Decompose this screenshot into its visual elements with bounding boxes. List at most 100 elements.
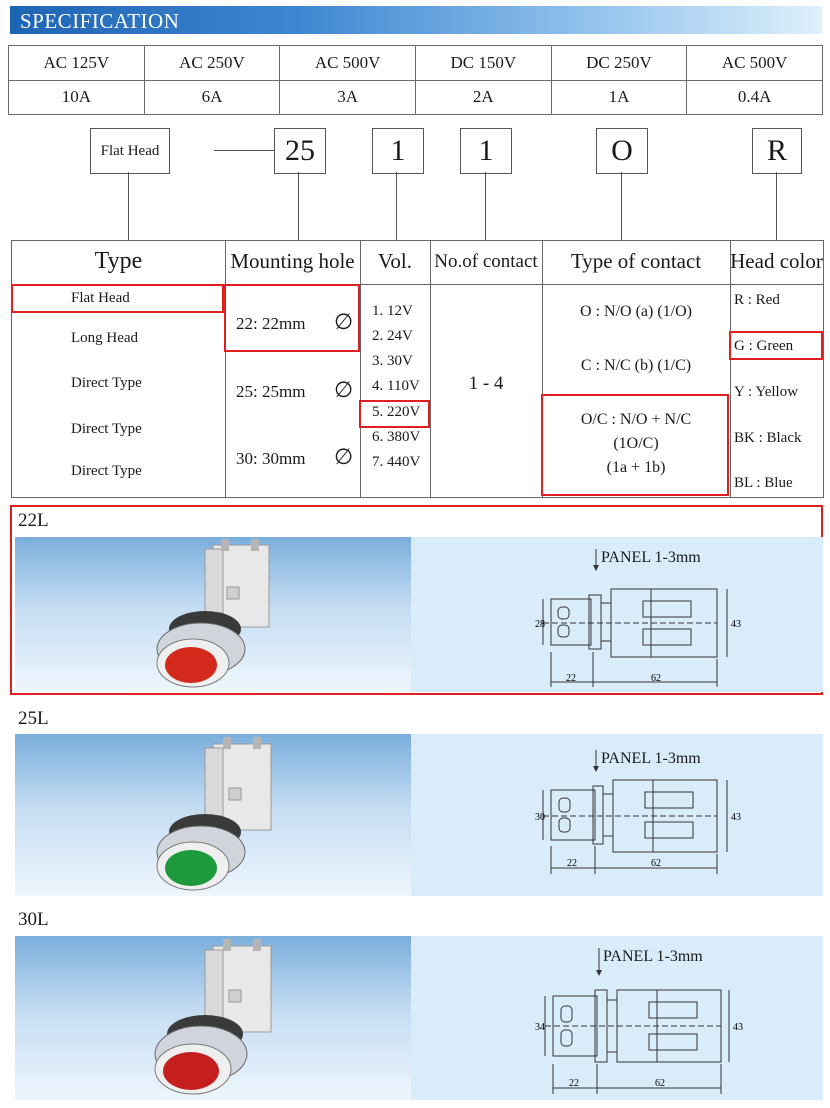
dim-a-22l: 22: [566, 673, 576, 684]
col-contacts: [430, 241, 543, 497]
color-option: Y : Yellow: [734, 384, 799, 400]
diameter-icon: ∅: [334, 444, 354, 469]
dimension-drawing-25l: PANEL 1-3mm 30: [411, 734, 823, 896]
dim-a-25l: 22: [567, 858, 577, 869]
connector-line: [128, 172, 129, 240]
highlight-oc: [541, 394, 729, 496]
product-photo-30l: [15, 936, 411, 1100]
current-cell: 1A: [550, 79, 688, 115]
lens-25l: [165, 850, 217, 886]
connector-line: [621, 172, 622, 240]
header-hole: Mounting hole: [230, 249, 355, 273]
dim-b-25l: 62: [651, 858, 661, 869]
type-option: Direct Type: [71, 375, 142, 391]
contact-type-both-alt: (1a + 1b): [606, 459, 666, 476]
highlight-flat-head: [11, 284, 224, 313]
vol-option: 3. 30V: [372, 353, 413, 369]
dim-right-30l: 43: [733, 1022, 743, 1033]
panel-label-30l: PANEL 1-3mm: [603, 948, 703, 965]
contact-range: 1 - 4: [468, 373, 504, 394]
dim-b-22l: 62: [651, 673, 661, 684]
dim-height-25l: 30: [535, 812, 545, 823]
voltage-cell: AC 500V: [279, 45, 416, 81]
section-label-22l: 22L: [18, 510, 49, 531]
voltage-row: AC 125V AC 250V AC 500V DC 150V DC 250V …: [8, 45, 823, 81]
header-title: SPECIFICATION: [20, 9, 180, 33]
header-color: Head color: [730, 249, 823, 273]
connector-line: [485, 172, 486, 240]
hole-option: 25: 25mm: [236, 382, 306, 401]
section-label-25l: 25L: [18, 708, 49, 729]
col-hole: [225, 241, 361, 497]
product-row-25l: PANEL 1-3mm 30: [15, 734, 823, 896]
code-hole-box: 25: [274, 128, 326, 174]
voltage-cell: AC 500V: [686, 45, 823, 81]
current-cell: 10A: [8, 79, 145, 115]
color-option: BK : Black: [734, 430, 802, 446]
current-cell: 2A: [414, 79, 552, 115]
current-cell: 6A: [143, 79, 281, 115]
dim-height-30l: 34: [535, 1022, 545, 1033]
vol-option: 2. 24V: [372, 328, 413, 344]
contact-type-nc: C : N/C (b) (1/C): [580, 357, 692, 374]
hole-option: 22: 22mm: [236, 314, 306, 333]
vol-option: 6. 380V: [372, 429, 421, 445]
code-contact-type-box: O: [596, 128, 648, 174]
type-option: Long Head: [71, 330, 139, 346]
header-contacts: No.of contact: [434, 251, 538, 272]
lens-22l: [165, 647, 217, 683]
voltage-cell: DC 250V: [550, 45, 688, 81]
color-option: BL : Blue: [734, 475, 793, 491]
dimension-drawing-30l: PANEL 1-3mm 34: [411, 936, 823, 1100]
product-row-22l: PANEL 1-3mm 28: [15, 537, 823, 692]
code-dash: [214, 150, 274, 151]
highlight-green: [729, 331, 823, 360]
contact-type-both-code: (1O/C): [613, 435, 659, 452]
diameter-icon: ∅: [334, 377, 354, 402]
type-option: Flat Head: [71, 290, 130, 306]
header-type: Type: [94, 248, 143, 274]
dimension-drawing-22l: PANEL 1-3mm 28: [411, 537, 823, 692]
header-vol: Vol.: [377, 249, 413, 273]
vol-option: 4. 110V: [372, 378, 420, 394]
current-row: 10A 6A 3A 2A 1A 0.4A: [8, 79, 823, 115]
dimension-diagram-30l: 34 43 22 62: [535, 948, 743, 1094]
header-contact-type: Type of contact: [570, 249, 702, 273]
push-button-photo-icon: [156, 539, 270, 688]
push-button-photo-icon: [154, 939, 272, 1095]
rating-table: AC 125V AC 250V AC 500V DC 150V DC 250V …: [8, 45, 823, 115]
code-vol-box: 1: [372, 128, 424, 174]
diameter-icon: ∅: [334, 309, 354, 334]
contact-type-no: O : N/O (a) (1/O): [580, 303, 692, 320]
connector-line: [396, 172, 397, 240]
type-option: Direct Type: [71, 421, 142, 437]
code-type-box: Flat Head: [90, 128, 170, 174]
panel-label-25l: PANEL 1-3mm: [601, 750, 701, 767]
product-photo-22l: [15, 537, 411, 692]
col-contact-type: [542, 241, 731, 497]
dim-right-25l: 43: [731, 812, 741, 823]
panel-label-22l: PANEL 1-3mm: [601, 549, 701, 566]
highlight-22mm: [224, 284, 360, 352]
product-row-30l: PANEL 1-3mm 34: [15, 936, 823, 1100]
current-cell: 3A: [279, 79, 416, 115]
dimension-diagram-22l: 28 43 22 62: [535, 549, 741, 687]
push-button-photo-icon: [156, 737, 272, 891]
dim-right-22l: 43: [731, 619, 741, 630]
type-option: Direct Type: [71, 463, 142, 479]
specification-header: SPECIFICATION: [10, 6, 822, 34]
highlight-220v: [359, 400, 430, 428]
dim-a-30l: 22: [569, 1078, 579, 1089]
options-header-row: [12, 241, 823, 285]
connector-line: [776, 172, 777, 240]
current-cell: 0.4A: [686, 79, 823, 115]
vol-option: 1. 12V: [372, 303, 413, 319]
voltage-cell: AC 250V: [143, 45, 281, 81]
dimension-diagram-25l: 30 43 22 62: [535, 750, 741, 874]
section-label-30l: 30L: [18, 909, 49, 930]
col-vol: [360, 241, 431, 497]
vol-option: 5. 220V: [372, 404, 421, 420]
code-contacts-box: 1: [460, 128, 512, 174]
code-color-box: R: [752, 128, 802, 174]
col-type: [12, 241, 226, 497]
